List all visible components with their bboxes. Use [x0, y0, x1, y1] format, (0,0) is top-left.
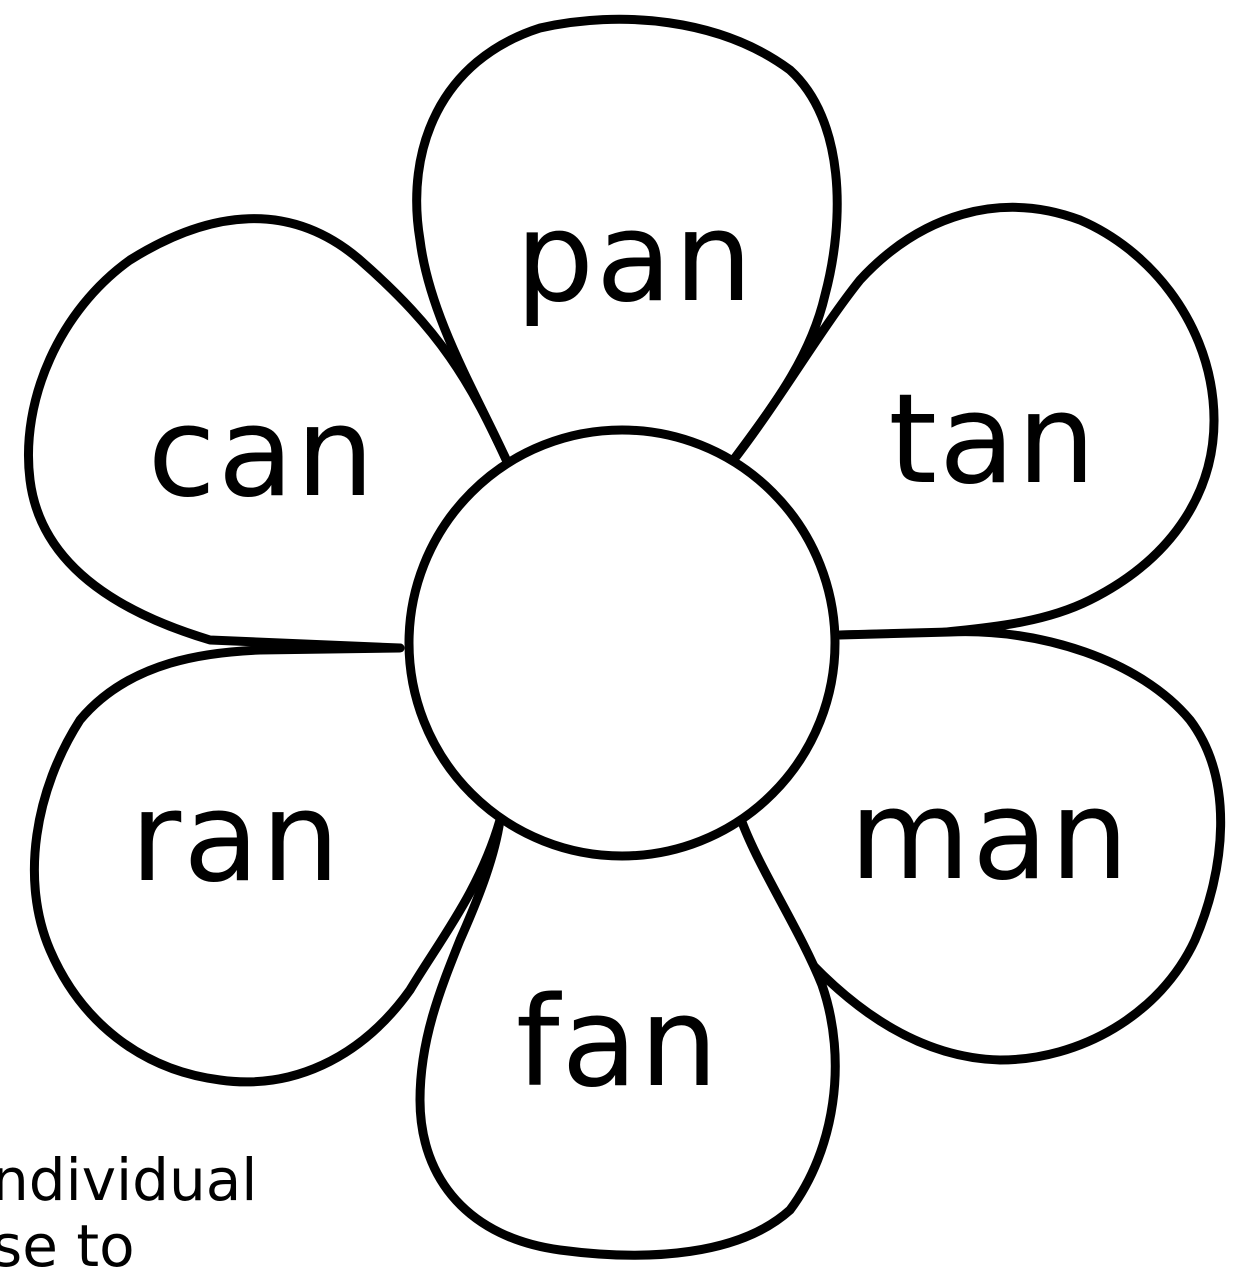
petal-word-upper-right: tan: [888, 368, 1097, 512]
instruction-text-line-1: ndividual: [0, 1147, 257, 1213]
petal-word-bottom: fan: [516, 971, 720, 1115]
instruction-text-line-2: se to: [0, 1213, 135, 1279]
petal-word-lower-left: ran: [130, 766, 342, 910]
petal-word-lower-right: man: [849, 764, 1130, 908]
flower-center: [409, 430, 835, 856]
petal-word-upper-left: can: [148, 381, 377, 525]
petal-word-top: pan: [515, 186, 754, 330]
